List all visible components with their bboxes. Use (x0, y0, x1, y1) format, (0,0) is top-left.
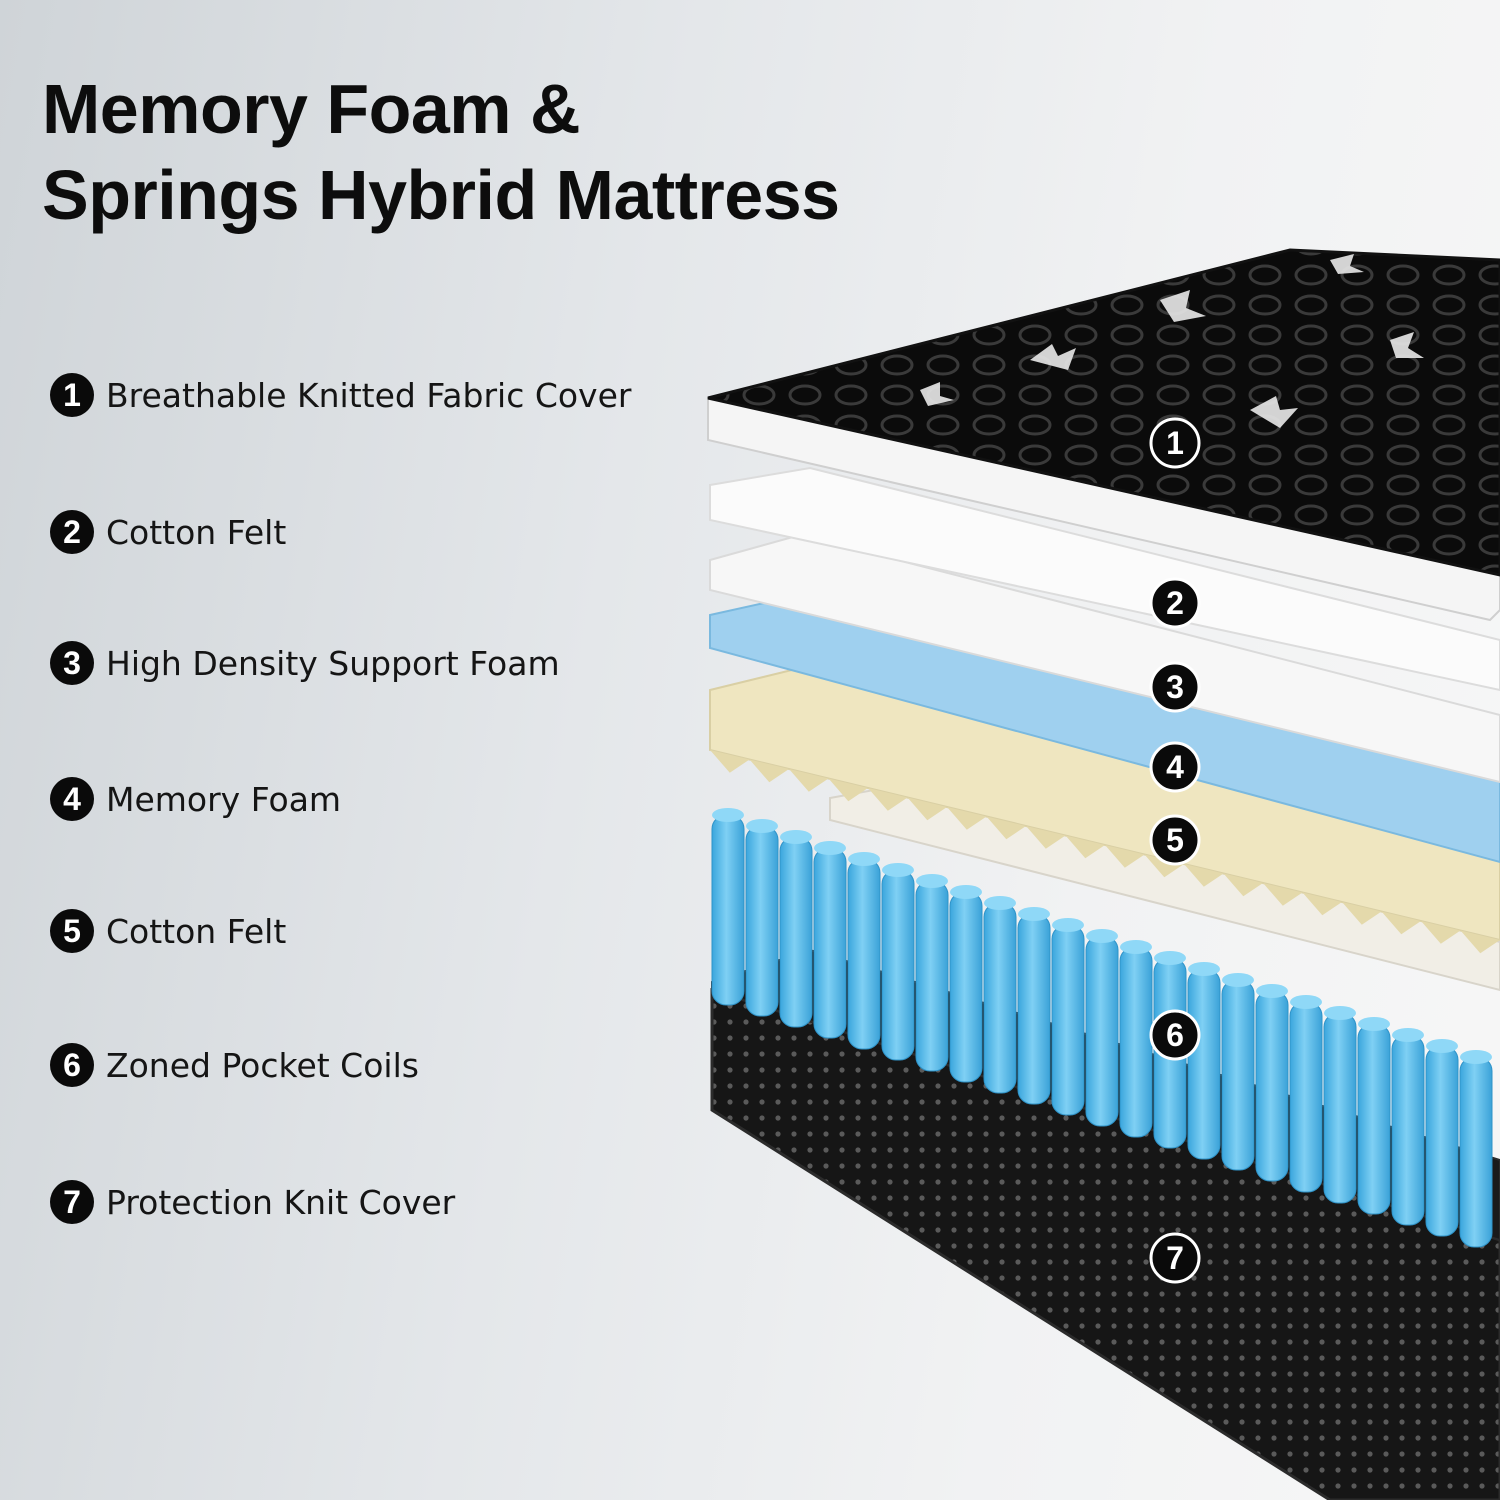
pocket-coil (1255, 990, 1289, 1182)
legend-item-2: 2 Cotton Felt (50, 509, 286, 555)
legend-label: Cotton Felt (106, 512, 287, 552)
pocket-coil-top (1188, 962, 1220, 976)
pocket-coil (779, 836, 813, 1028)
pocket-coil-top (1052, 918, 1084, 932)
illustration-badge-7: 7 (1149, 1232, 1201, 1284)
pocket-coil-top (848, 852, 880, 866)
pocket-coil-top (1018, 907, 1050, 921)
pocket-coil-top (984, 896, 1016, 910)
mattress-illustration: 1 2 3 4 5 6 7 (690, 230, 1500, 1500)
pocket-coil-top (1120, 940, 1152, 954)
legend-item-6: 6 Zoned Pocket Coils (50, 1042, 419, 1088)
pocket-coil (1221, 979, 1255, 1171)
legend-label: Zoned Pocket Coils (106, 1045, 419, 1085)
pocket-coil-top (1426, 1039, 1458, 1053)
page-title: Memory Foam & Springs Hybrid Mattress (42, 66, 840, 238)
pocket-coil-top (1256, 984, 1288, 998)
pocket-coil-top (882, 863, 914, 877)
cover-print-decoration (920, 254, 1424, 428)
pocket-coil (949, 891, 983, 1083)
legend-label: Protection Knit Cover (106, 1182, 456, 1222)
pocket-coil (915, 880, 949, 1072)
number-badge: 7 (50, 1180, 94, 1224)
badge-circle (1149, 1009, 1201, 1061)
badge-number: 6 (1166, 1017, 1184, 1053)
illustration-badge-3: 3 (1149, 661, 1201, 713)
badge-number: 1 (1166, 425, 1184, 461)
legend-item-7: 7 Protection Knit Cover (50, 1179, 455, 1225)
pocket-coil (1425, 1045, 1459, 1237)
badge-number: 5 (1166, 822, 1184, 858)
pocket-coil-top (1392, 1028, 1424, 1042)
pocket-coil (1289, 1001, 1323, 1193)
badge-circle (1149, 814, 1201, 866)
layer-legend: 1 Breathable Knitted Fabric Cover 2 Cott… (50, 0, 700, 1500)
pocket-coil (1017, 913, 1051, 1105)
mattress-layers-svg: 1 2 3 4 5 6 7 (707, 248, 1500, 1500)
pocket-coil-top (916, 874, 948, 888)
pocket-coil-top (950, 885, 982, 899)
legend-item-5: 5 Cotton Felt (50, 908, 286, 954)
badge-number: 2 (1166, 585, 1184, 621)
pocket-coil (881, 869, 915, 1061)
pocket-coil (745, 825, 779, 1017)
illustration-badge-2: 2 (1149, 577, 1201, 629)
number-badge: 2 (50, 510, 94, 554)
pocket-coil (1085, 935, 1119, 1127)
number-badge: 3 (50, 641, 94, 685)
pocket-coil-top (814, 841, 846, 855)
pocket-coil (1391, 1034, 1425, 1226)
pocket-coil-top (712, 808, 744, 822)
pocket-coil (813, 847, 847, 1039)
pocket-coil-top (1460, 1050, 1492, 1064)
illustration-badges: 1 2 3 4 5 6 7 (1149, 417, 1201, 1284)
pocket-coil (847, 858, 881, 1050)
number-badge: 1 (50, 373, 94, 417)
illustration-badge-1: 1 (1149, 417, 1201, 469)
pocket-coil-top (746, 819, 778, 833)
badge-number: 3 (1166, 669, 1184, 705)
badge-circle (1149, 661, 1201, 713)
badge-circle (1149, 577, 1201, 629)
badge-circle (1149, 741, 1201, 793)
legend-label: Cotton Felt (106, 911, 287, 951)
illustration-badge-6: 6 (1149, 1009, 1201, 1061)
pocket-coil-top (1290, 995, 1322, 1009)
pocket-coil-top (1154, 951, 1186, 965)
layer-4-memory-foam (709, 666, 1500, 954)
illustration-badge-5: 5 (1149, 814, 1201, 866)
pocket-coil-top (1324, 1006, 1356, 1020)
layer-1-fabric-cover (707, 248, 1500, 622)
number-badge: 4 (50, 777, 94, 821)
badge-circle (1149, 417, 1201, 469)
pocket-coil (1119, 946, 1153, 1138)
legend-label: Breathable Knitted Fabric Cover (106, 375, 632, 415)
legend-item-1: 1 Breathable Knitted Fabric Cover (50, 372, 631, 418)
pocket-coil (1459, 1056, 1493, 1248)
number-badge: 5 (50, 909, 94, 953)
pocket-coil-top (1086, 929, 1118, 943)
pocket-coil (1323, 1012, 1357, 1204)
badge-circle (1149, 1232, 1201, 1284)
pocket-coil-top (1222, 973, 1254, 987)
pocket-coil-top (780, 830, 812, 844)
pocket-coil (1187, 968, 1221, 1160)
illustration-badge-4: 4 (1149, 741, 1201, 793)
legend-label: High Density Support Foam (106, 643, 560, 683)
pocket-coil-top (1358, 1017, 1390, 1031)
title-line-2: Springs Hybrid Mattress (42, 156, 840, 234)
legend-item-4: 4 Memory Foam (50, 776, 341, 822)
legend-item-3: 3 High Density Support Foam (50, 640, 560, 686)
layer-2-cotton-felt (709, 466, 1500, 784)
badge-number: 7 (1166, 1240, 1184, 1276)
pocket-coil (1357, 1023, 1391, 1215)
pocket-coil (983, 902, 1017, 1094)
title-line-1: Memory Foam & (42, 70, 581, 148)
pocket-coil (711, 814, 745, 1006)
legend-label: Memory Foam (106, 779, 342, 819)
number-badge: 6 (50, 1043, 94, 1087)
badge-number: 4 (1166, 749, 1184, 785)
pocket-coil (1051, 924, 1085, 1116)
